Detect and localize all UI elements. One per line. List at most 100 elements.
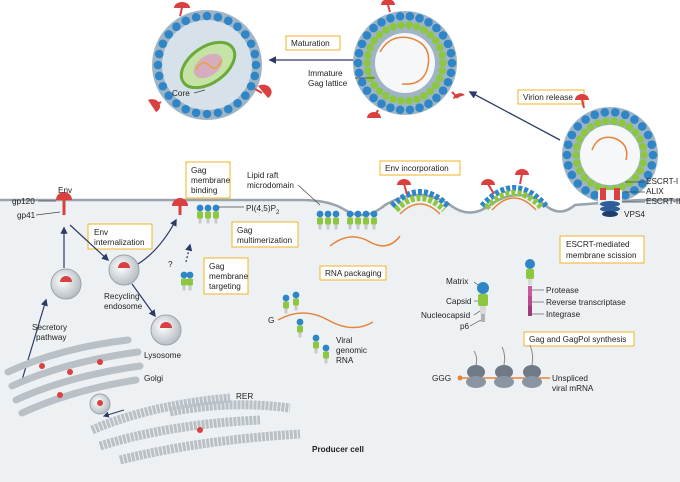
capsid-domain (439, 59, 447, 67)
gag-capsid (313, 341, 319, 349)
bud-second (479, 169, 549, 211)
capsid-domain (405, 96, 413, 105)
matrix-domain (581, 115, 590, 124)
matrix-domain (443, 39, 453, 49)
gag-nc (188, 285, 192, 291)
escrt-machinery (600, 188, 620, 217)
matrix-domain (447, 58, 457, 68)
matrix-domain (354, 68, 364, 78)
virion-gag-ring (153, 11, 261, 119)
matrix-domain (600, 108, 610, 117)
matrix-domain (590, 190, 600, 200)
matrix-domain (405, 105, 415, 115)
matrix-domain (357, 77, 367, 87)
recycling-endosome-label-2: endosome (104, 302, 143, 311)
matrix-domain (158, 81, 168, 91)
unspliced-label-1: Unspliced (552, 374, 588, 383)
gag-matrix (292, 291, 300, 299)
capsid-domain (586, 179, 595, 187)
matrix-domain (386, 14, 395, 23)
ribosomes (466, 344, 542, 388)
capsid-domain (580, 128, 589, 137)
core-label: Core (172, 89, 190, 98)
matrix-domain (202, 109, 212, 119)
gag-binding-box (185, 161, 231, 199)
gag-nc (314, 348, 318, 354)
gag-capsid (205, 211, 211, 219)
gag-matrix (346, 210, 354, 218)
capsid-domain (431, 81, 440, 90)
matrix-domain (223, 104, 233, 114)
gag-multimerization-label-2: multimerization (237, 236, 293, 245)
capsid-domain (370, 36, 379, 45)
capsid-domain (405, 21, 413, 30)
golgi-apparatus (4, 336, 144, 417)
gag-matrix (212, 204, 220, 212)
gag-capsid (333, 217, 339, 225)
viral-rna-label-2: genomic (336, 346, 367, 355)
gag-matrix (316, 210, 324, 218)
gag-domain-model (477, 282, 489, 322)
capsid-domain (636, 167, 644, 175)
gag-nc (318, 224, 322, 230)
capsid-domain (576, 135, 584, 143)
gag-nc (326, 224, 330, 230)
viral-rna-label-3: RNA (336, 356, 354, 365)
gag-membrane-binding (196, 204, 220, 224)
capsid-domain (420, 92, 428, 100)
matrix-domain (648, 150, 658, 160)
gag-nc (294, 305, 298, 311)
secretory-label-1: Secretory (32, 323, 68, 332)
immature-label-1: Immature (308, 69, 343, 78)
immature-virion (353, 11, 457, 115)
env-trimer (56, 192, 72, 215)
rna-packaging-label: RNA packaging (325, 269, 382, 278)
matrix-domain (562, 150, 572, 160)
matrix-domain (573, 179, 583, 188)
gag-capsid (363, 217, 369, 225)
matrix-domain (191, 108, 201, 118)
matrix-domain (233, 22, 242, 31)
capsid-domain (586, 123, 595, 131)
matrix-domain (213, 108, 223, 118)
gag-matrix (332, 210, 340, 218)
gag-capsid (213, 211, 219, 219)
lipid-raft-label-1: Lipid raft (247, 171, 279, 180)
question-mark: ? (168, 260, 173, 269)
gag-matrix (362, 210, 370, 218)
recycling-arrow (137, 218, 177, 265)
matrix-domain (620, 110, 630, 120)
matrix-domain (415, 14, 424, 23)
env-internalization-label-2: internalization (94, 238, 145, 247)
env-incorporation-label: Env incorporation (385, 164, 449, 173)
capsid-domain (389, 95, 398, 103)
matrix-domain (637, 179, 647, 188)
capsid-domain (631, 128, 640, 137)
recycling-endosome (108, 254, 140, 286)
cytosolic-gag (180, 271, 330, 364)
gag-nc (364, 224, 368, 230)
rough-er (90, 393, 301, 465)
escrt3-label: ESCRT-III (646, 197, 680, 206)
capsid-domain (572, 151, 580, 159)
capsid-domain (364, 67, 372, 75)
matrix-domain (395, 105, 405, 115)
matrix-domain (191, 12, 201, 22)
budding-virion (562, 107, 658, 204)
matrix-domain (154, 71, 164, 81)
matrix-domain (250, 71, 260, 81)
g-label: G (268, 316, 274, 325)
nucleocapsid-label: Nucleocapsid (421, 311, 471, 320)
gag-capsid (283, 301, 289, 309)
capsid-domain (618, 119, 626, 128)
gag-targeting-label-3: targeting (209, 282, 241, 291)
matrix-domain (250, 49, 260, 59)
gag-nc (298, 332, 302, 338)
capsid-domain (370, 81, 379, 90)
gag-matrix (282, 294, 290, 302)
viral-rna-label-1: Viral (336, 336, 352, 345)
matrix-domain (647, 160, 657, 170)
matrix-domain (432, 93, 441, 103)
capsid-domain (580, 173, 589, 182)
